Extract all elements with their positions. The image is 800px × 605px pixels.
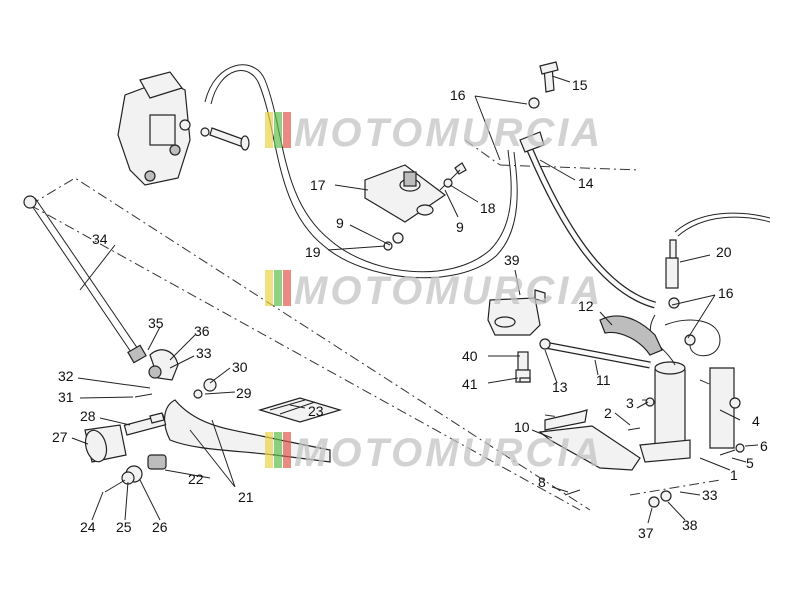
- callout-9: 9: [456, 219, 464, 235]
- callout-41: 41: [462, 376, 478, 392]
- callout-3: 3: [626, 395, 634, 411]
- watermark-middle: MOTOMURCIA: [265, 269, 603, 313]
- brake-caliper: [117, 71, 250, 186]
- callout-33: 33: [196, 345, 212, 361]
- callout-16: 16: [718, 285, 734, 301]
- brake-distributor: [364, 162, 467, 223]
- callout-29: 29: [236, 385, 252, 401]
- callout-26: 26: [152, 519, 168, 535]
- watermark-group: MOTOMURCIA MOTOMURCIA MOTOMURCIA: [265, 111, 603, 475]
- callout-22: 22: [188, 471, 204, 487]
- callout-25: 25: [116, 519, 132, 535]
- leader-lines: [71, 75, 759, 524]
- small-hardware: [383, 97, 745, 508]
- callout-36: 36: [194, 323, 210, 339]
- watermark-text: MOTOMURCIA: [294, 111, 603, 155]
- brake-pedal-assembly: [23, 195, 343, 493]
- watermark-bottom: MOTOMURCIA: [265, 431, 603, 475]
- callout-39: 39: [504, 252, 520, 268]
- callout-13: 13: [552, 379, 568, 395]
- callout-2: 2: [604, 405, 612, 421]
- callout-35: 35: [148, 315, 164, 331]
- watermark-top: MOTOMURCIA: [265, 111, 603, 155]
- callout-14: 14: [578, 175, 594, 191]
- callout-40: 40: [462, 348, 478, 364]
- callout-24: 24: [80, 519, 96, 535]
- callout-5: 5: [746, 455, 754, 471]
- callout-37: 37: [638, 525, 654, 541]
- callout-11: 11: [596, 372, 611, 388]
- callout-15: 15: [572, 77, 588, 93]
- callout-18: 18: [480, 200, 496, 216]
- watermark-text: MOTOMURCIA: [294, 269, 603, 313]
- callout-19: 19: [305, 244, 321, 260]
- callout-20: 20: [716, 244, 732, 260]
- callout-4: 4: [752, 413, 760, 429]
- callout-12: 12: [578, 298, 594, 314]
- mounting-bracket: [538, 409, 641, 471]
- callout-28: 28: [80, 408, 96, 424]
- callout-9: 9: [336, 215, 344, 231]
- callout-8: 8: [538, 474, 546, 490]
- callout-6: 6: [760, 438, 768, 454]
- callout-32: 32: [58, 368, 74, 384]
- sensor-cable: [665, 212, 771, 289]
- callout-34: 34: [92, 231, 108, 247]
- callout-17: 17: [310, 177, 326, 193]
- callout-23: 23: [308, 403, 324, 419]
- callout-38: 38: [682, 517, 698, 533]
- front-brake-hose: [204, 64, 518, 279]
- callout-labels: 15 16 14 17 18 9 9 19 20 16 12 39 11 40 …: [52, 77, 768, 541]
- callout-27: 27: [52, 429, 68, 445]
- fluid-reservoir: [487, 289, 546, 383]
- callout-30: 30: [232, 359, 248, 375]
- callout-31: 31: [58, 389, 74, 405]
- callout-1: 1: [730, 467, 738, 483]
- watermark-text: MOTOMURCIA: [294, 431, 603, 475]
- callout-33: 33: [702, 487, 718, 503]
- callout-21: 21: [238, 489, 254, 505]
- footrest-plate: [709, 367, 741, 449]
- rear-brake-hose: [519, 61, 656, 309]
- callout-16: 16: [450, 87, 466, 103]
- callout-10: 10: [514, 419, 530, 435]
- reservoir-hose: [544, 315, 721, 369]
